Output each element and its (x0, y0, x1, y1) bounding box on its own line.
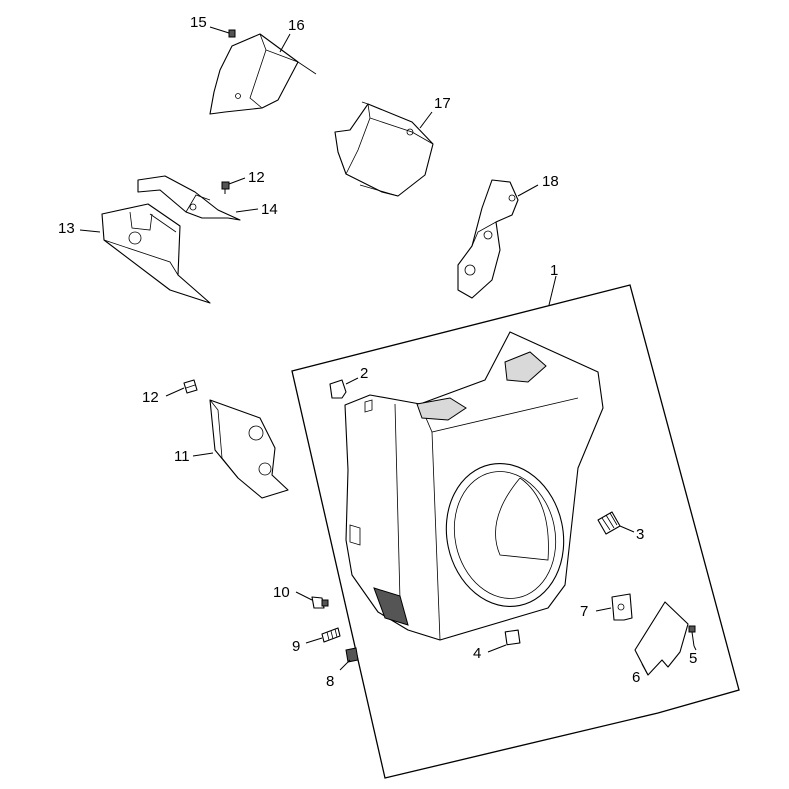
callout-17: 17 (434, 95, 451, 112)
leader-15 (209, 26, 230, 34)
cover-part-16[interactable] (209, 33, 317, 115)
leader-1 (548, 275, 557, 306)
cover-part-17[interactable] (334, 101, 434, 197)
leader-8 (339, 659, 351, 671)
spring-part-3[interactable] (597, 511, 621, 535)
fitting-part-8[interactable] (345, 647, 359, 663)
assembly-frame (291, 284, 740, 779)
callout-8: 8 (326, 673, 334, 690)
leader-13 (79, 229, 101, 233)
callout-3: 3 (636, 526, 644, 543)
callout-18: 18 (542, 173, 559, 190)
leader-17 (419, 111, 433, 129)
leader-3 (619, 525, 635, 533)
callout-11: 11 (174, 448, 190, 465)
clip-part-2[interactable] (329, 379, 347, 399)
leader-16 (279, 33, 291, 53)
bolt-part-9[interactable] (321, 627, 341, 643)
callout-16: 16 (288, 17, 305, 34)
clip-part-7[interactable] (611, 593, 633, 621)
callout-6: 6 (632, 669, 640, 686)
leader-2 (345, 377, 359, 385)
shroud-part-13[interactable] (101, 203, 211, 304)
callout-9: 9 (292, 638, 300, 655)
leader-10 (295, 591, 313, 601)
callout-7: 7 (580, 603, 588, 620)
leader-14 (235, 208, 259, 213)
leader-7 (595, 607, 612, 612)
callout-15: 15 (190, 14, 207, 31)
leader-9 (305, 637, 323, 644)
callout-14: 14 (261, 201, 278, 218)
bracket-part-18[interactable] (457, 179, 519, 299)
leader-12b (228, 177, 246, 185)
screw-part-5[interactable] (688, 625, 696, 647)
leader-4 (487, 644, 507, 653)
leader-6 (641, 663, 649, 676)
nut-part-4[interactable] (504, 629, 521, 646)
screw-part-15[interactable] (228, 29, 236, 38)
callout-1: 1 (550, 262, 558, 279)
callout-10: 10 (273, 584, 290, 601)
leader-11 (192, 452, 214, 457)
bolt-part-10[interactable] (311, 596, 329, 609)
callout-5: 5 (689, 650, 697, 667)
callout-13: 13 (58, 220, 75, 237)
bolt-part-12b[interactable] (221, 181, 230, 194)
leader-12a (165, 387, 185, 397)
callout-4: 4 (473, 645, 481, 662)
callout-2: 2 (360, 365, 368, 382)
callout-12b: 12 (248, 169, 265, 186)
leader-18 (517, 184, 539, 197)
bolt-part-12a[interactable] (183, 379, 198, 394)
callout-12a: 12 (142, 389, 159, 406)
shroud-part-14[interactable] (137, 175, 241, 221)
leader-5 (693, 645, 697, 651)
baffle-part-6[interactable] (634, 601, 689, 676)
bracket-part-11[interactable] (209, 399, 289, 499)
blower-housing-part[interactable] (344, 331, 604, 641)
